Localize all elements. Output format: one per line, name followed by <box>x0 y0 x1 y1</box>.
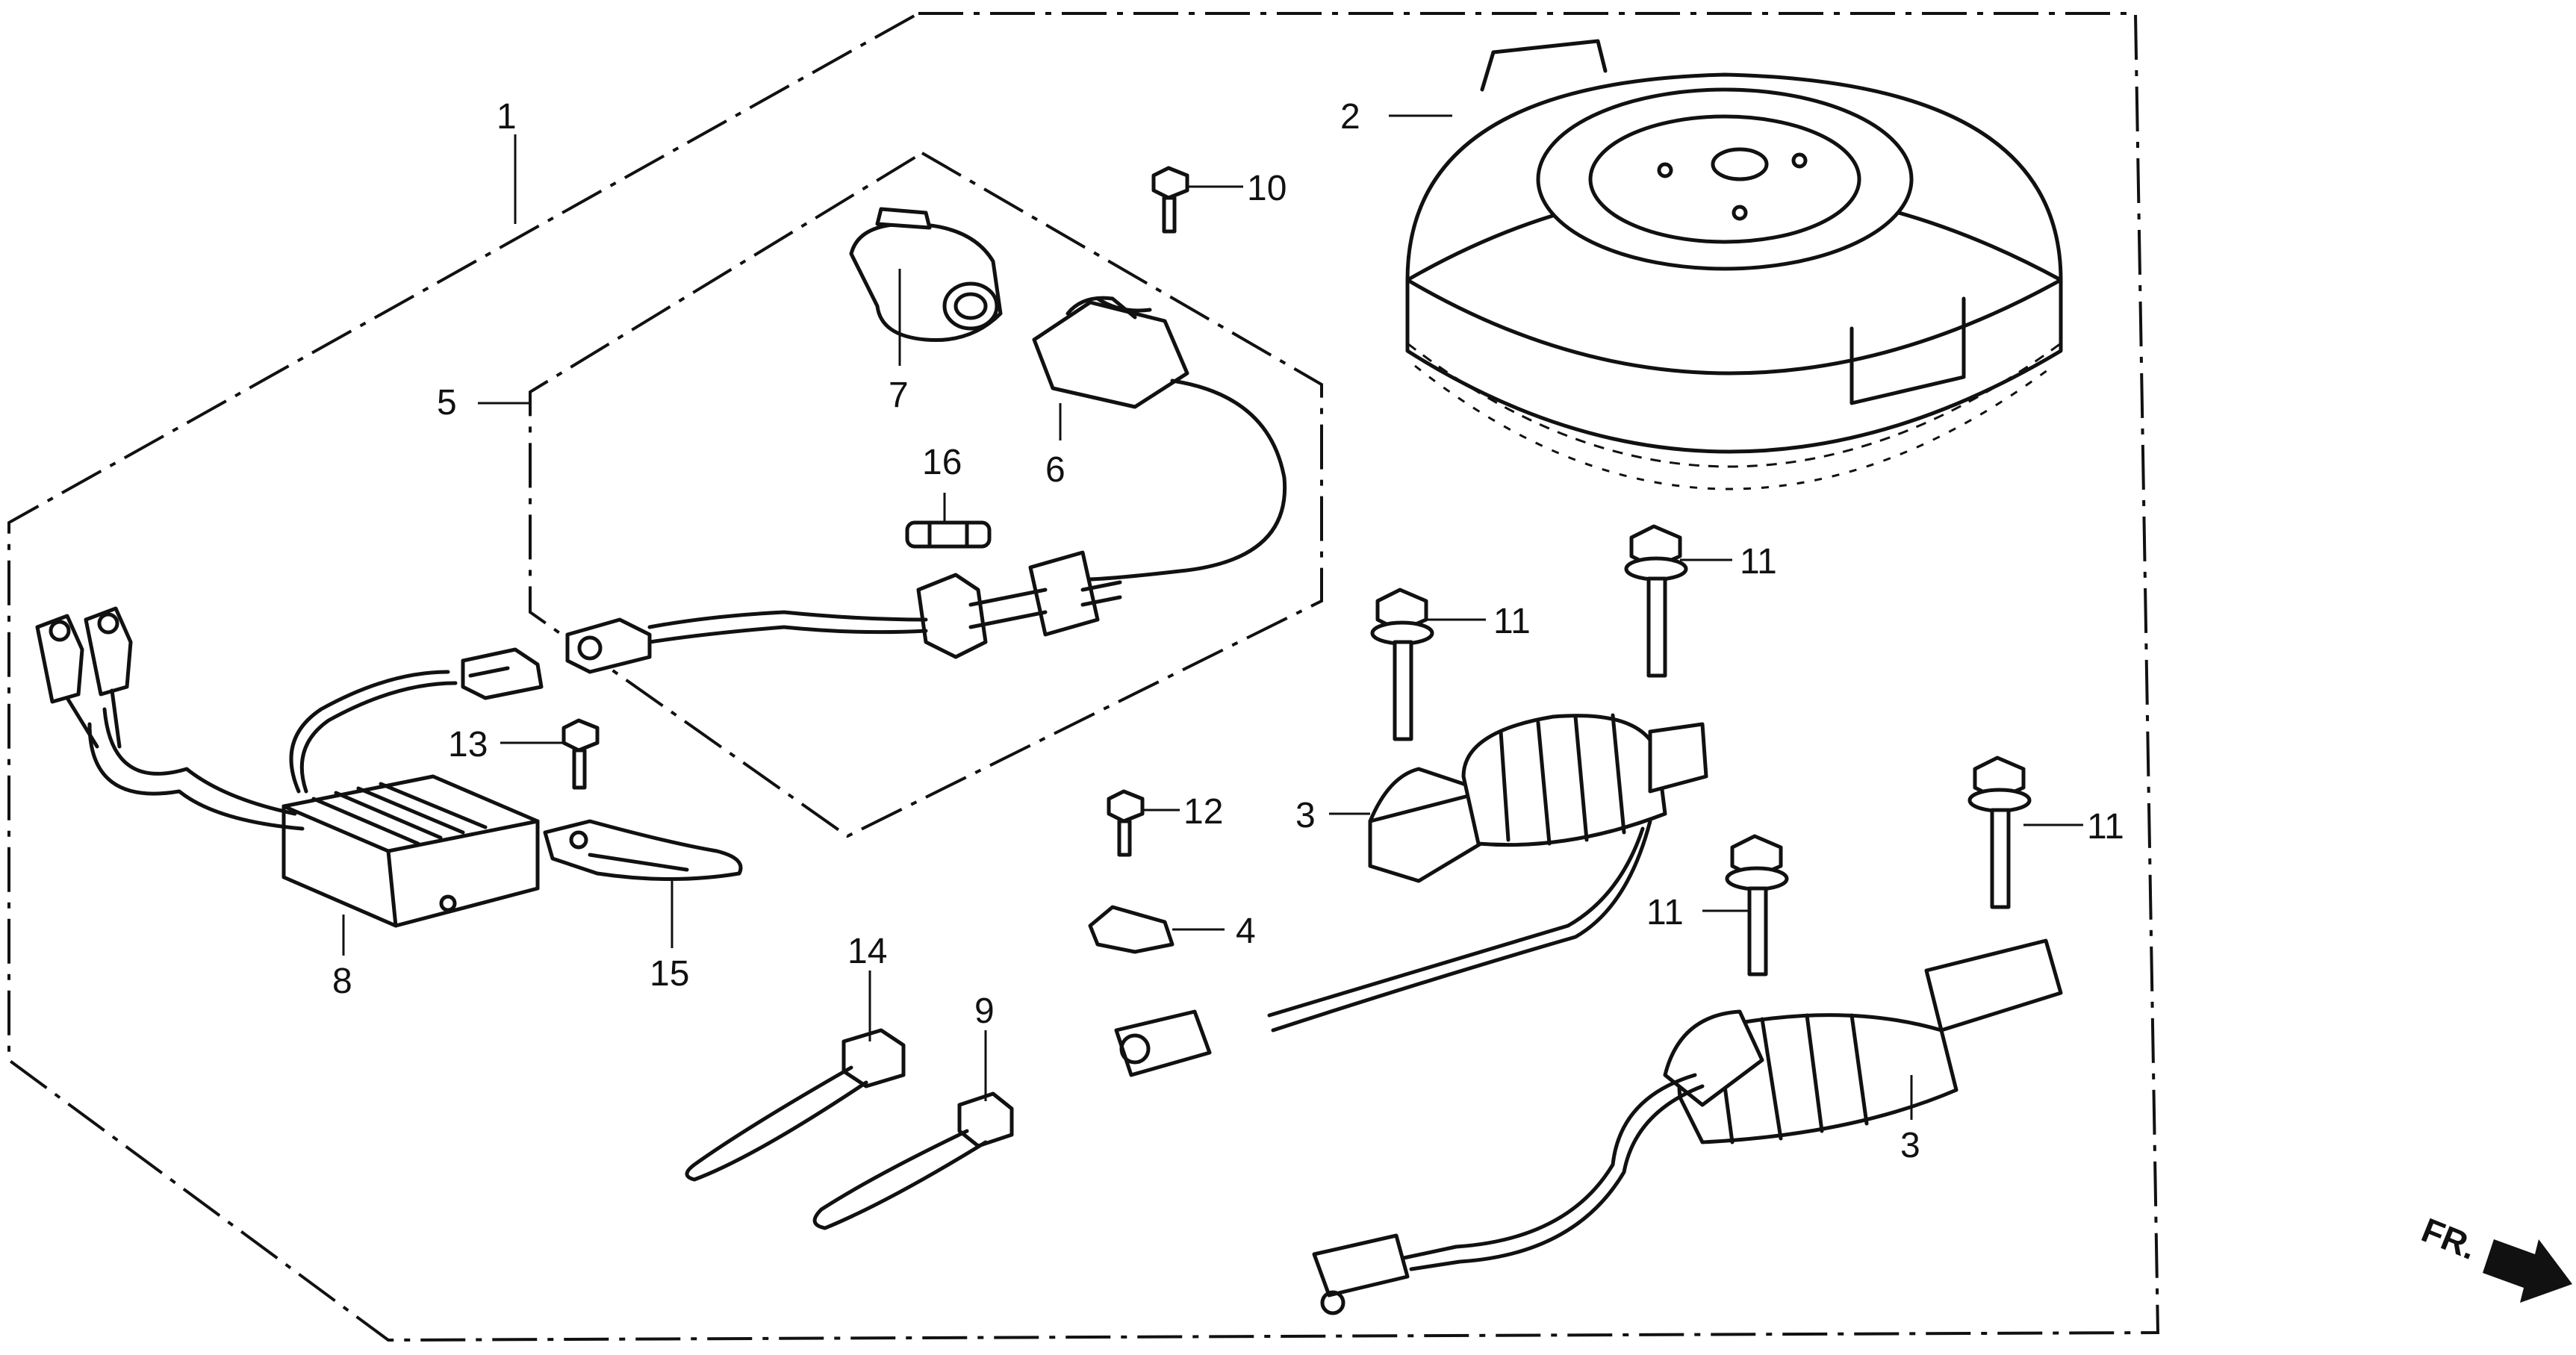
fuse-holder-6 <box>1032 296 1287 582</box>
callout-11-c: 11 <box>2087 807 2124 847</box>
wire-clip <box>1088 905 1175 954</box>
connector-7 <box>849 207 1003 343</box>
stator-coil-upper <box>1114 713 1708 1077</box>
callout-3-b: 3 <box>1900 1126 1920 1165</box>
fuse-16 <box>905 520 992 549</box>
bolt-12 <box>1107 789 1145 857</box>
callout-10: 10 <box>1247 169 1287 208</box>
callout-6: 6 <box>1045 450 1065 490</box>
assembly-boundary-inner <box>529 151 1323 838</box>
callout-3-a: 3 <box>1295 796 1316 835</box>
fuse-harness <box>565 550 1122 674</box>
callout-14: 14 <box>847 932 887 971</box>
callout-9: 9 <box>974 991 995 1031</box>
bolt-11-c <box>1967 756 2032 909</box>
bolt-11-d <box>1725 834 1789 976</box>
regulator-rectifier <box>35 606 544 928</box>
bolt-11-a <box>1370 588 1434 741</box>
callout-11-a: 11 <box>1493 602 1531 641</box>
front-arrow-icon <box>2483 1239 2572 1303</box>
front-direction-indicator: FR. <box>2416 1210 2572 1303</box>
stator-coil-lower <box>1312 938 2063 1315</box>
callout-labels: 1 2 5 7 6 16 10 11 11 11 11 12 13 3 4 3 … <box>332 97 2124 1165</box>
svg-text:FR.: FR. <box>2416 1210 2482 1267</box>
callout-13: 13 <box>448 725 488 764</box>
bolt-13 <box>561 718 600 790</box>
callout-5: 5 <box>437 383 457 423</box>
callout-2: 2 <box>1340 97 1360 137</box>
bolt-10 <box>1151 166 1189 234</box>
flywheel <box>1405 39 2063 490</box>
bolt-11-b <box>1624 524 1688 678</box>
cable-tie-14 <box>685 1028 906 1182</box>
cable-tie-9 <box>812 1091 1014 1230</box>
callout-16: 16 <box>922 443 962 482</box>
callout-11-d: 11 <box>1646 893 1684 932</box>
assembly-boundary-outer <box>7 12 2160 1342</box>
callout-11-b: 11 <box>1740 542 1777 582</box>
callout-15: 15 <box>650 954 689 994</box>
leader-lines <box>342 114 2083 1120</box>
callout-8: 8 <box>332 962 352 1001</box>
callout-7: 7 <box>889 376 909 415</box>
ground-strap <box>543 819 743 881</box>
callout-12: 12 <box>1183 792 1223 832</box>
callout-4: 4 <box>1236 912 1256 951</box>
callout-1: 1 <box>497 97 517 137</box>
